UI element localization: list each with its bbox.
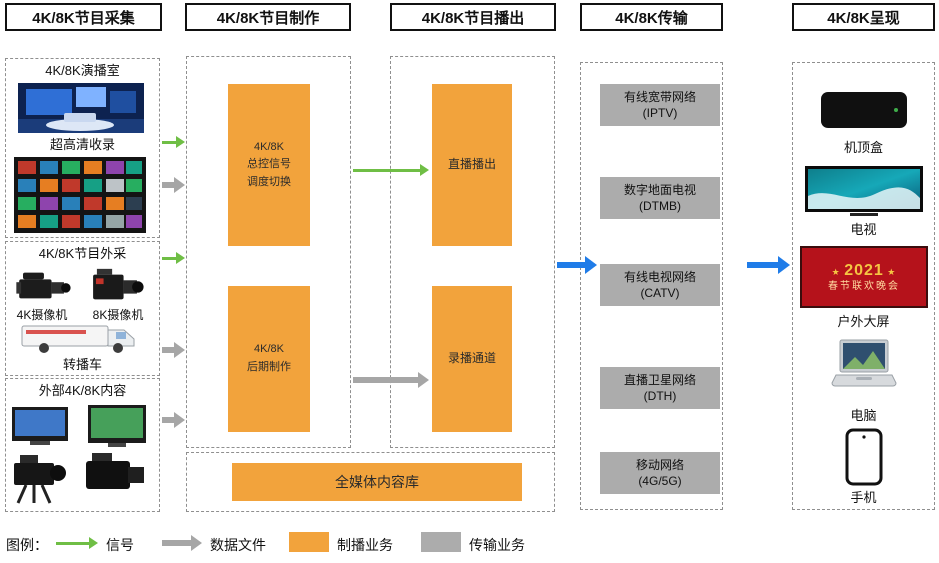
stb-image — [821, 92, 907, 128]
label-pc: 电脑 — [850, 408, 877, 423]
network-box-dth: 直播卫星网络 (DTH) — [600, 367, 720, 409]
camera-4k-photo — [12, 266, 74, 306]
header-broadcast: 4K/8K节目播出 — [390, 3, 556, 31]
group-field-collection — [5, 241, 160, 376]
tv-image — [805, 166, 923, 218]
phone-image — [845, 428, 883, 486]
header-transmission: 4K/8K传输 — [580, 3, 723, 31]
header-production: 4K/8K节目制作 — [185, 3, 351, 31]
arrow-data-studio-to-production — [162, 177, 185, 193]
media-library-box: 全媒体内容库 — [232, 463, 522, 501]
group-studio-recording — [5, 58, 160, 238]
legend-production-swatch — [289, 532, 329, 552]
arrow-transmission-to-presentation — [747, 256, 790, 274]
network-box-dtmb: 数字地面电视 (DTMB) — [600, 177, 720, 219]
label-field-collection: 4K/8K节目外采 — [38, 246, 127, 261]
outdoor-screen-title: 春节联欢晚会 — [828, 280, 900, 292]
legend-transmission-swatch — [421, 532, 461, 552]
label-external-content: 外部4K/8K内容 — [38, 383, 127, 398]
legend-signal-arrow — [56, 537, 98, 549]
transmission-area — [580, 62, 723, 510]
legend-title: 图例： — [6, 537, 48, 553]
outdoor-screen-image: 2021 春节联欢晚会 — [800, 246, 928, 308]
label-phone: 手机 — [850, 490, 877, 505]
legend-production-label: 制播业务 — [337, 537, 393, 553]
laptop-image — [830, 338, 898, 392]
outdoor-screen-year: 2021 — [832, 262, 897, 279]
label-outdoor-screen: 户外大屏 — [837, 314, 890, 329]
header-collection: 4K/8K节目采集 — [5, 3, 162, 31]
monitor-wall-photo — [14, 157, 146, 233]
network-box-iptv: 有线宽带网络 (IPTV) — [600, 84, 720, 126]
label-stb: 机顶盒 — [843, 140, 883, 155]
label-ob-van: 转播车 — [62, 357, 102, 372]
label-camera-4k: 4K摄像机 — [16, 308, 68, 322]
label-tv: 电视 — [850, 222, 877, 237]
live-broadcast-box: 直播播出 — [432, 84, 512, 246]
arrow-broadcast-to-transmission — [557, 256, 597, 274]
production-area — [186, 56, 351, 448]
broadcast-area — [390, 56, 555, 448]
studio-photo — [18, 83, 144, 133]
arrow-signal-production-to-live — [353, 164, 429, 176]
arrow-data-external-to-production — [162, 412, 185, 428]
label-uhd-recording: 超高清收录 — [49, 137, 115, 152]
external-content-photo — [10, 403, 150, 507]
network-box-catv: 有线电视网络 (CATV) — [600, 264, 720, 306]
master-control-box: 4K/8K 总控信号 调度切换 — [228, 84, 310, 246]
camera-8k-photo — [84, 266, 146, 306]
arrow-signal-studio-to-production — [162, 136, 185, 148]
legend-data-arrow — [162, 535, 202, 551]
legend-data-label: 数据文件 — [210, 537, 266, 553]
post-production-box: 4K/8K 后期制作 — [228, 286, 310, 432]
legend-transmission-label: 传输业务 — [469, 537, 525, 553]
media-library-area — [186, 452, 555, 512]
label-studio: 4K/8K演播室 — [45, 63, 120, 78]
presentation-area — [792, 62, 935, 510]
label-camera-8k: 8K摄像机 — [92, 308, 144, 322]
legend-signal-label: 信号 — [106, 537, 134, 553]
ob-van-photo — [20, 324, 140, 354]
arrow-data-post-to-recorded — [353, 372, 429, 388]
group-external-content — [5, 378, 160, 512]
arrow-data-field-to-production — [162, 342, 185, 358]
recorded-channel-box: 录播通道 — [432, 286, 512, 432]
header-presentation: 4K/8K呈现 — [792, 3, 935, 31]
arrow-signal-field-to-production — [162, 252, 185, 264]
network-box-mobile: 移动网络 (4G/5G) — [600, 452, 720, 494]
